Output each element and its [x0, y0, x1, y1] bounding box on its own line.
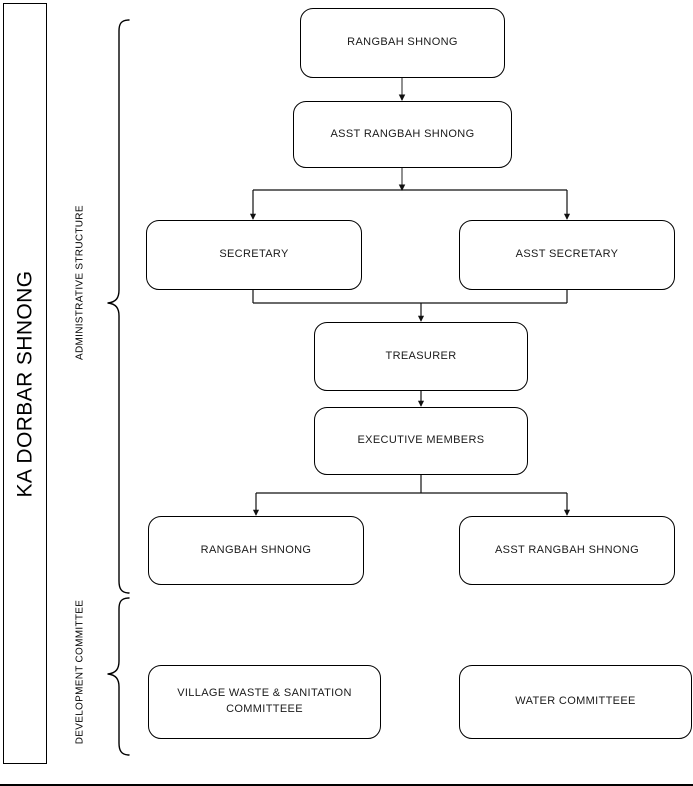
section-label-development-committee: DEVELOPMENT COMMITTEE: [74, 599, 86, 745]
node-label: ASST RANGBAH SHNONG: [495, 543, 639, 556]
node-rangbah-shnong[interactable]: RANGBAH SHNONG: [300, 8, 505, 78]
section-label-administrative-structure: ADMINISTRATIVE STRUCTURE: [74, 205, 86, 360]
node-label: ASST SECRETARY: [515, 248, 619, 261]
node-label: RANGBAH SHNONG: [347, 36, 458, 49]
node-asst-rangbah-shnong-executive[interactable]: ASST RANGBAH SHNONG: [459, 516, 675, 585]
page-title: KA DORBAR SHNONG: [13, 270, 37, 497]
node-label-wrapper: VILLAGE WASTE & SANITATION COMMITTEEE: [177, 686, 352, 718]
brace-administrative-structure: [105, 18, 131, 596]
chart-title-box: KA DORBAR SHNONG: [3, 3, 47, 764]
brace-development-committee: [105, 596, 131, 758]
node-village-waste-sanitation-committee[interactable]: VILLAGE WASTE & SANITATION COMMITTEEE: [148, 665, 381, 739]
node-water-committee[interactable]: WATER COMMITTEEE: [459, 665, 692, 739]
node-label: SECRETARY: [219, 248, 289, 261]
node-executive-members[interactable]: EXECUTIVE MEMBERS: [314, 407, 528, 475]
node-asst-rangbah-shnong[interactable]: ASST RANGBAH SHNONG: [293, 101, 512, 168]
node-label: TREASURER: [385, 349, 457, 362]
node-label: EXECUTIVE MEMBERS: [357, 434, 485, 447]
node-label-line-1: VILLAGE WASTE & SANITATION: [177, 687, 352, 700]
node-secretary[interactable]: SECRETARY: [146, 220, 362, 290]
node-label: ASST RANGBAH SHNONG: [330, 127, 475, 140]
node-rangbah-shnong-executive[interactable]: RANGBAH SHNONG: [148, 516, 364, 585]
node-treasurer[interactable]: TREASURER: [314, 322, 528, 391]
node-label: RANGBAH SHNONG: [200, 543, 312, 556]
node-asst-secretary[interactable]: ASST SECRETARY: [459, 220, 675, 290]
node-label: WATER COMMITTEEE: [515, 695, 636, 708]
node-label-line-2: COMMITTEEE: [226, 703, 303, 715]
